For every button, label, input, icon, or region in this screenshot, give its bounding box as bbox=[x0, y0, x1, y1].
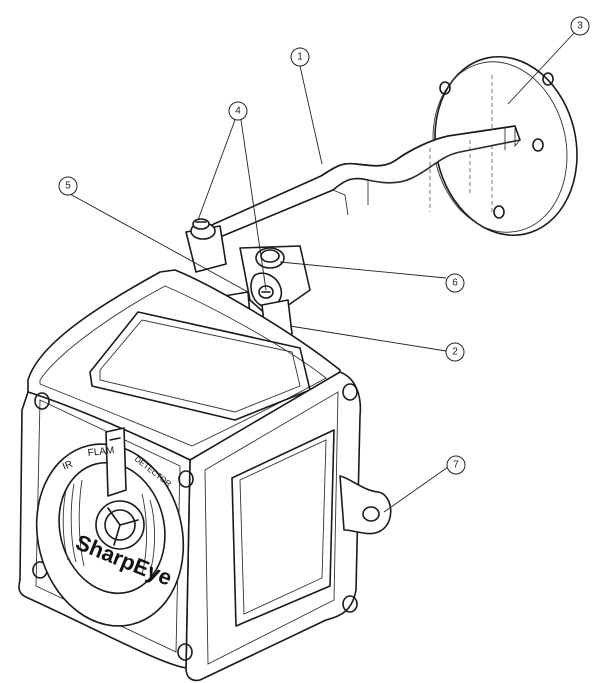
balloon-5: 5 bbox=[58, 176, 78, 196]
balloon-4-label: 4 bbox=[235, 106, 241, 117]
balloon-2: 2 bbox=[445, 342, 465, 362]
balloon-1: 1 bbox=[290, 47, 310, 67]
balloon-7-label: 7 bbox=[453, 460, 459, 471]
balloon-2-label: 2 bbox=[452, 347, 458, 358]
balloon-5-label: 5 bbox=[65, 181, 71, 192]
balloon-7: 7 bbox=[446, 455, 466, 475]
leader-lines bbox=[69, 32, 575, 513]
balloon-1-label: 1 bbox=[297, 52, 303, 63]
balloon-6: 6 bbox=[445, 273, 465, 293]
flame-detector-body bbox=[18, 269, 392, 682]
balloon-6-label: 6 bbox=[452, 278, 458, 289]
balloon-4: 4 bbox=[228, 101, 248, 121]
balloon-3-label: 3 bbox=[577, 21, 583, 32]
balloon-3: 3 bbox=[570, 16, 590, 36]
ring-text-left: IR bbox=[61, 459, 74, 473]
ring-text-mid: FLAM bbox=[87, 445, 115, 459]
